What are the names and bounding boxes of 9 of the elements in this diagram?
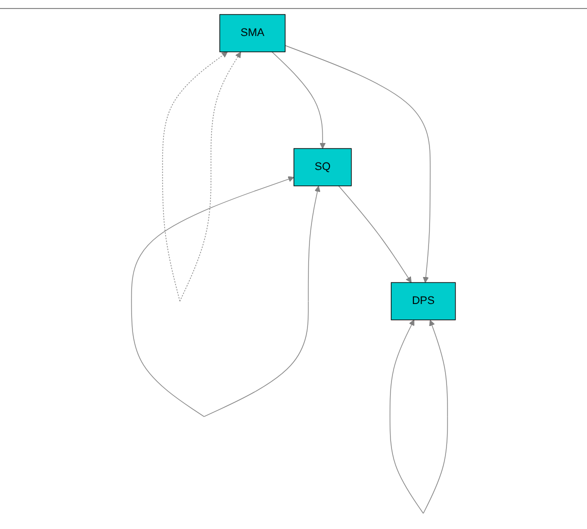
arrow bbox=[284, 45, 431, 283]
node-box: DPS bbox=[390, 282, 456, 320]
arrow bbox=[390, 320, 448, 514]
arrow bbox=[162, 52, 242, 302]
arrow bbox=[338, 186, 412, 283]
arrow bbox=[131, 176, 320, 417]
node-box: SMA bbox=[219, 14, 286, 52]
node-box: SQ bbox=[294, 148, 352, 186]
arrow bbox=[272, 51, 326, 149]
